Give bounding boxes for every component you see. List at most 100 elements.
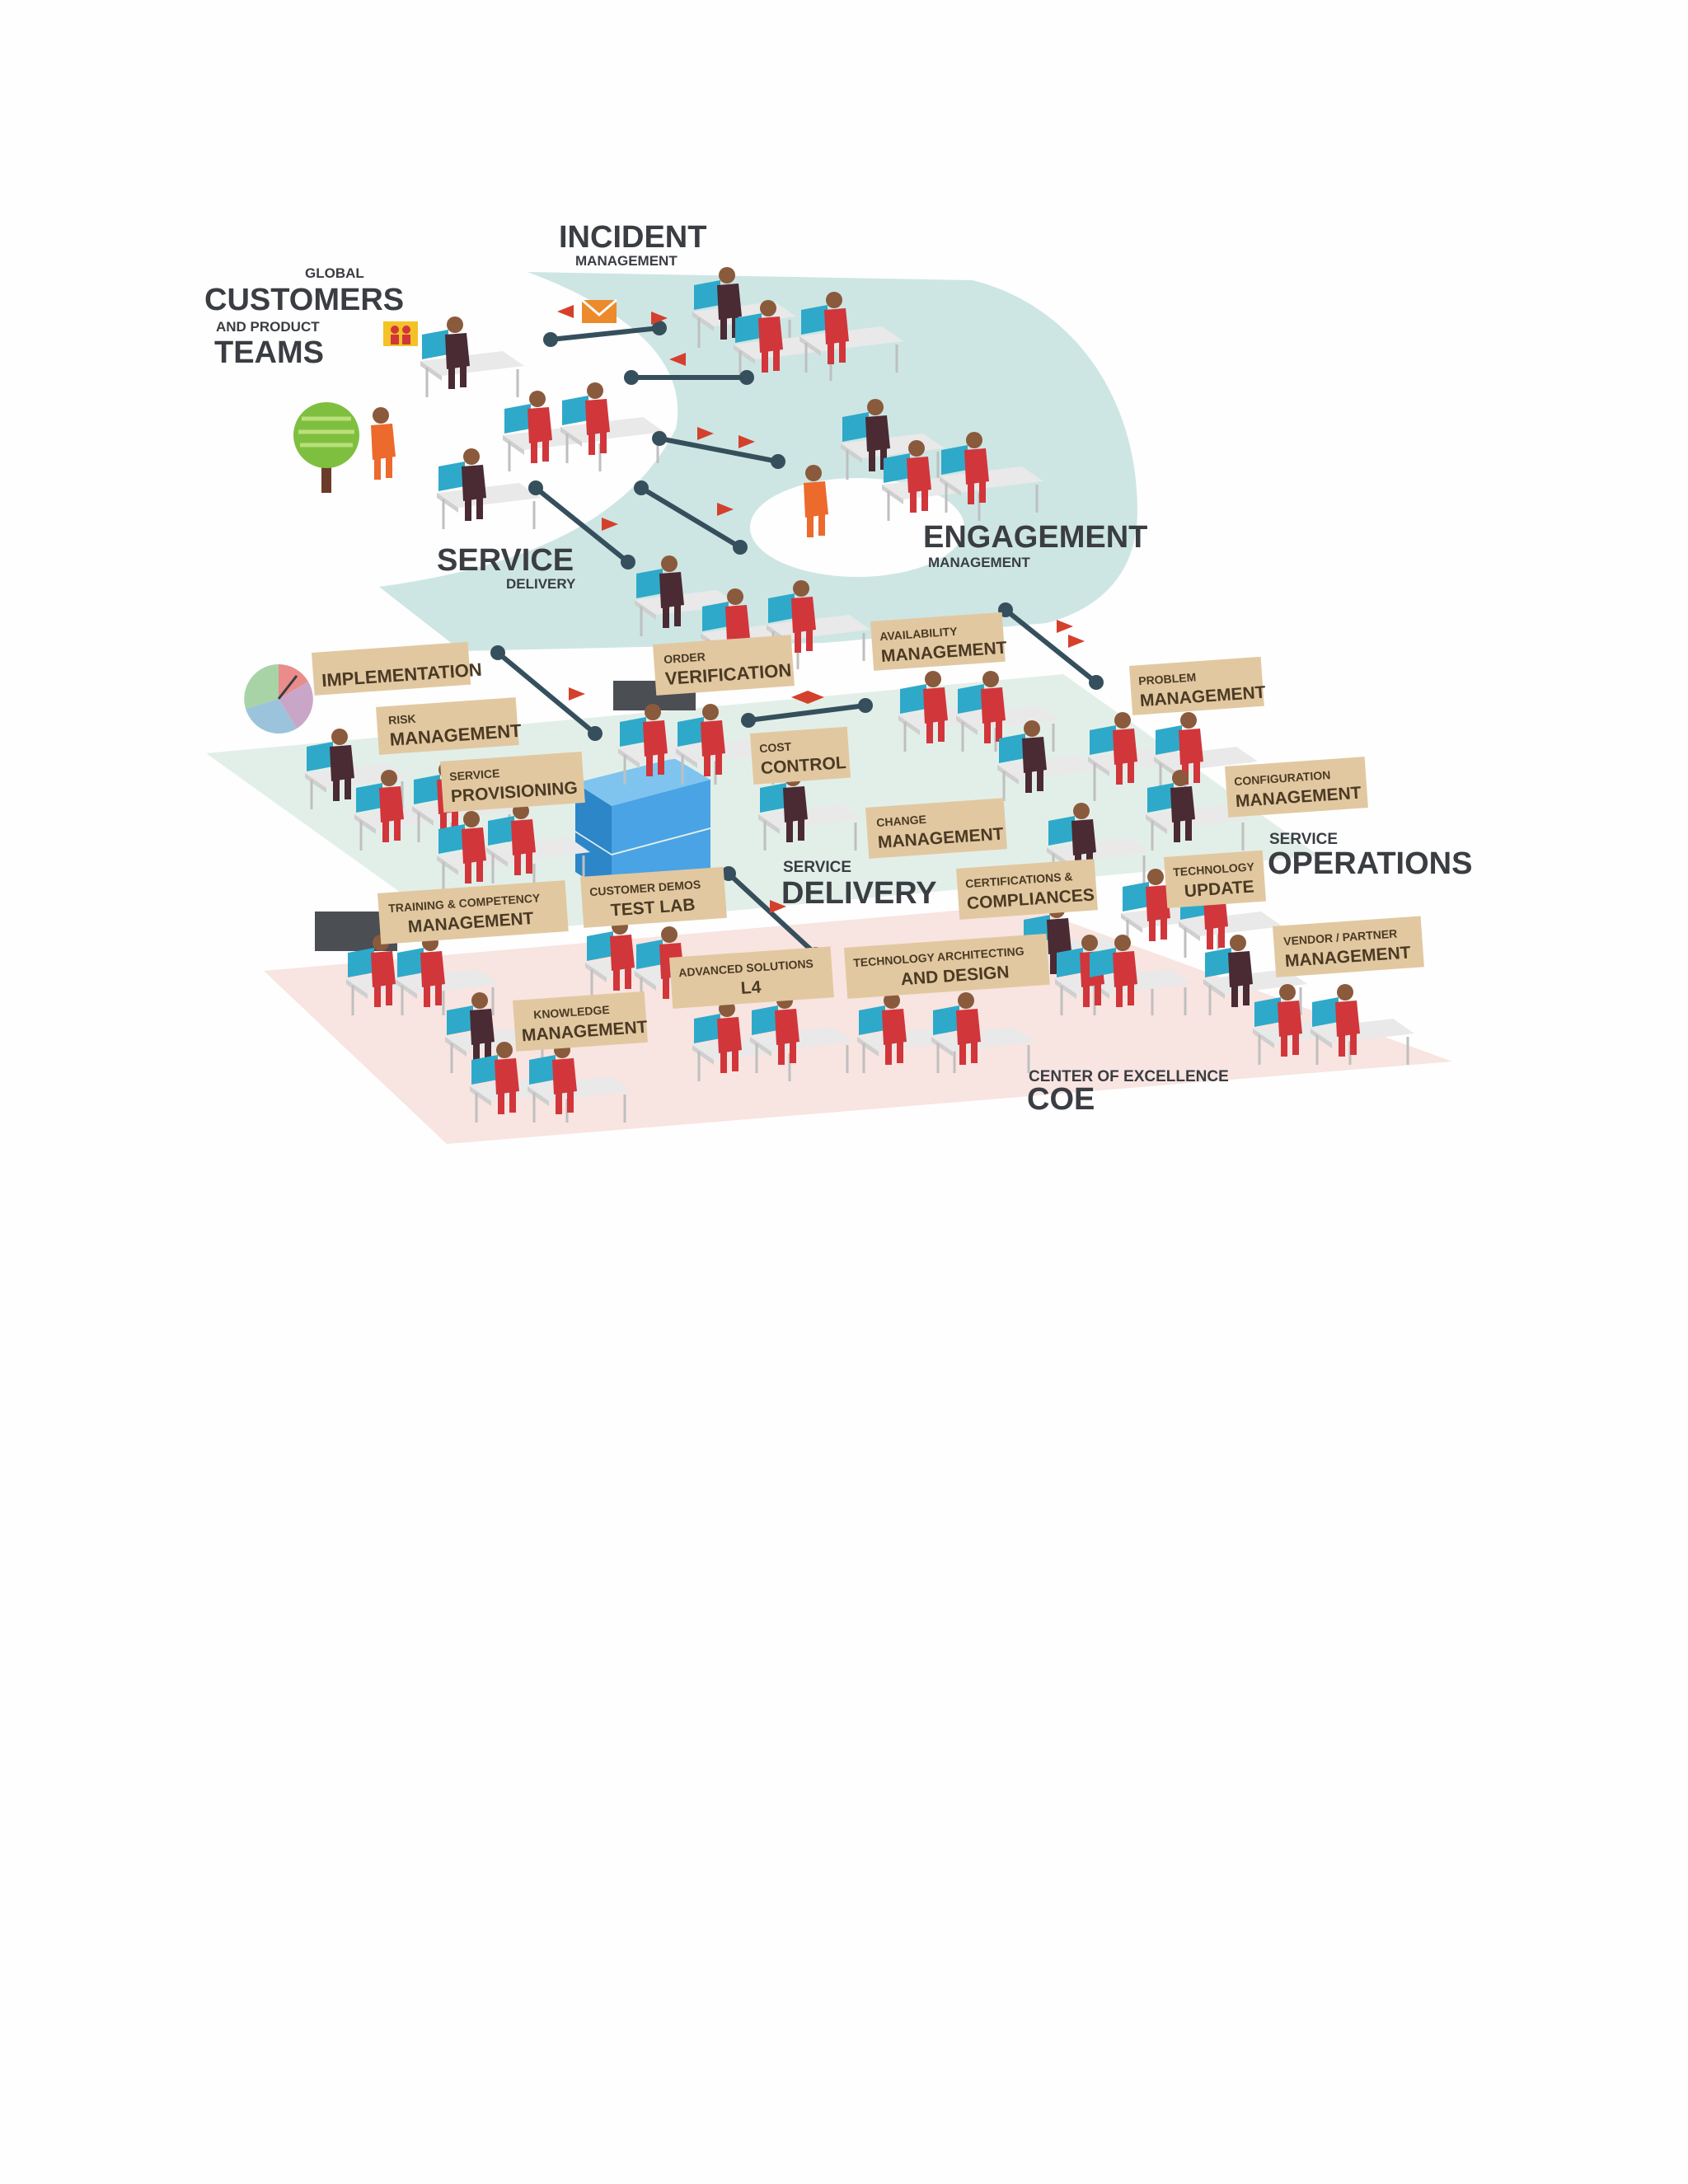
monitor-icon	[636, 569, 663, 598]
monitor-icon	[307, 742, 333, 771]
monitor-icon	[447, 1005, 473, 1035]
worker-at-desk	[999, 720, 1047, 793]
desk	[396, 969, 499, 1015]
desk	[1253, 1019, 1357, 1065]
tag-small: TECHNOLOGY	[1173, 860, 1255, 879]
tag-service-provisioning: SERVICE PROVISIONING	[440, 752, 585, 813]
tag-small: CHANGE	[876, 813, 927, 829]
arrow-icon	[669, 353, 686, 366]
arrow-icon	[738, 435, 755, 448]
worker-at-desk	[694, 1001, 742, 1073]
service-operations-heading: SERVICE OPERATIONS	[1268, 831, 1472, 881]
worker-at-desk	[859, 992, 907, 1065]
desk	[940, 466, 1043, 513]
monitor-icon	[1147, 783, 1174, 813]
heading-top: SERVICE	[1269, 831, 1338, 848]
desk	[305, 763, 409, 809]
monitor-icon	[760, 783, 786, 813]
service-delivery-upper-heading: SERVICE DELIVERY	[437, 543, 576, 592]
worker-at-desk	[900, 671, 948, 743]
tag-change-management: CHANGE MANAGEMENT	[865, 798, 1007, 859]
arrow-icon	[602, 518, 618, 531]
mail-icon	[581, 298, 617, 323]
desk	[470, 1076, 574, 1122]
monitor-icon	[1156, 725, 1182, 755]
tag-technology-architecting-design: TECHNOLOGY ARCHITECTING AND DESIGN	[844, 933, 1050, 999]
arrow-icon	[697, 427, 714, 440]
worker-at-desk	[348, 935, 396, 1007]
monitor-icon	[702, 602, 729, 631]
tag-small: AVAILABILITY	[879, 625, 959, 644]
monitor-icon	[958, 684, 984, 714]
worker-at-desk	[842, 399, 890, 471]
connector-link	[528, 480, 635, 569]
desk	[841, 434, 945, 480]
desk	[956, 705, 1060, 752]
monitor-icon	[438, 824, 465, 854]
worker-at-desk	[1205, 935, 1253, 1007]
connector-link	[543, 321, 667, 347]
heading-bottom: TEAMS	[214, 335, 324, 370]
arrow-icon	[651, 312, 668, 325]
heading-sub: DELIVERY	[506, 576, 576, 592]
worker-at-desk	[636, 555, 684, 628]
monitor-icon	[694, 280, 720, 310]
monitor-icon	[529, 1055, 556, 1085]
worker-at-desk	[438, 811, 486, 883]
heading-mid: AND PRODUCT	[216, 319, 320, 335]
connector-link	[624, 370, 754, 385]
monitor-icon	[356, 783, 382, 813]
tag-knowledge-management: KNOWLEDGE MANAGEMENT	[512, 991, 648, 1052]
connector-link	[490, 645, 603, 741]
worker-at-desk	[801, 292, 849, 364]
monitor-icon	[1057, 948, 1083, 977]
tag-small: RISK	[388, 712, 416, 727]
monitor-icon	[1205, 948, 1231, 977]
worker-at-desk	[735, 300, 783, 373]
tag-technology-update: TECHNOLOGY UPDATE	[1164, 850, 1267, 908]
arrow-icon	[557, 305, 574, 318]
monitor-icon	[801, 305, 828, 335]
monitor-icon	[768, 593, 795, 623]
arrow-icon	[569, 687, 585, 701]
arrow-icon	[791, 691, 808, 704]
monitor-icon	[678, 717, 704, 747]
monitor-icon	[1254, 997, 1281, 1027]
monitor-icon	[422, 330, 448, 359]
monitor-icon	[488, 816, 514, 846]
worker-at-desk	[1123, 869, 1170, 941]
pie-chart-icon	[244, 664, 313, 734]
heading-sub: MANAGEMENT	[928, 555, 1030, 570]
monitor-icon	[752, 1005, 778, 1035]
heading-top: CENTER OF EXCELLENCE	[1029, 1068, 1229, 1085]
worker-at-desk	[356, 770, 404, 842]
monitor-icon	[1312, 997, 1339, 1027]
monitor-icon	[397, 948, 424, 977]
monitor-icon	[620, 717, 646, 747]
worker-at-desk	[933, 992, 981, 1065]
monitor-icon	[471, 1055, 498, 1085]
tag-small: ORDER	[663, 650, 706, 666]
connector-link	[634, 480, 748, 555]
tag-small: KNOWLEDGE	[533, 1003, 610, 1021]
heading-title: ENGAGEMENT	[923, 520, 1147, 555]
worker-at-desk	[1254, 984, 1302, 1057]
monitor-icon	[1123, 882, 1149, 912]
monitor-icon	[941, 445, 968, 475]
monitor-icon	[438, 462, 465, 491]
tag-order-verification: ORDER VERIFICATION	[653, 635, 795, 696]
worker-at-desk	[488, 803, 536, 875]
desk	[560, 417, 664, 463]
tag-problem-management: PROBLEM MANAGEMENT	[1129, 656, 1266, 715]
arrow-icon	[1057, 620, 1073, 633]
coe-heading: CENTER OF EXCELLENCE COE	[1027, 1068, 1229, 1117]
worker-at-desk	[884, 440, 931, 513]
connector-link	[652, 431, 785, 469]
desk-layer	[305, 302, 1414, 1122]
customer-team-icon	[383, 321, 418, 346]
worker-at-desk	[768, 580, 816, 653]
arrow-layer	[557, 298, 1085, 913]
tag-big: L4	[740, 977, 762, 998]
tag-implementation: IMPLEMENTATION	[312, 641, 483, 696]
monitor-icon	[587, 931, 613, 961]
